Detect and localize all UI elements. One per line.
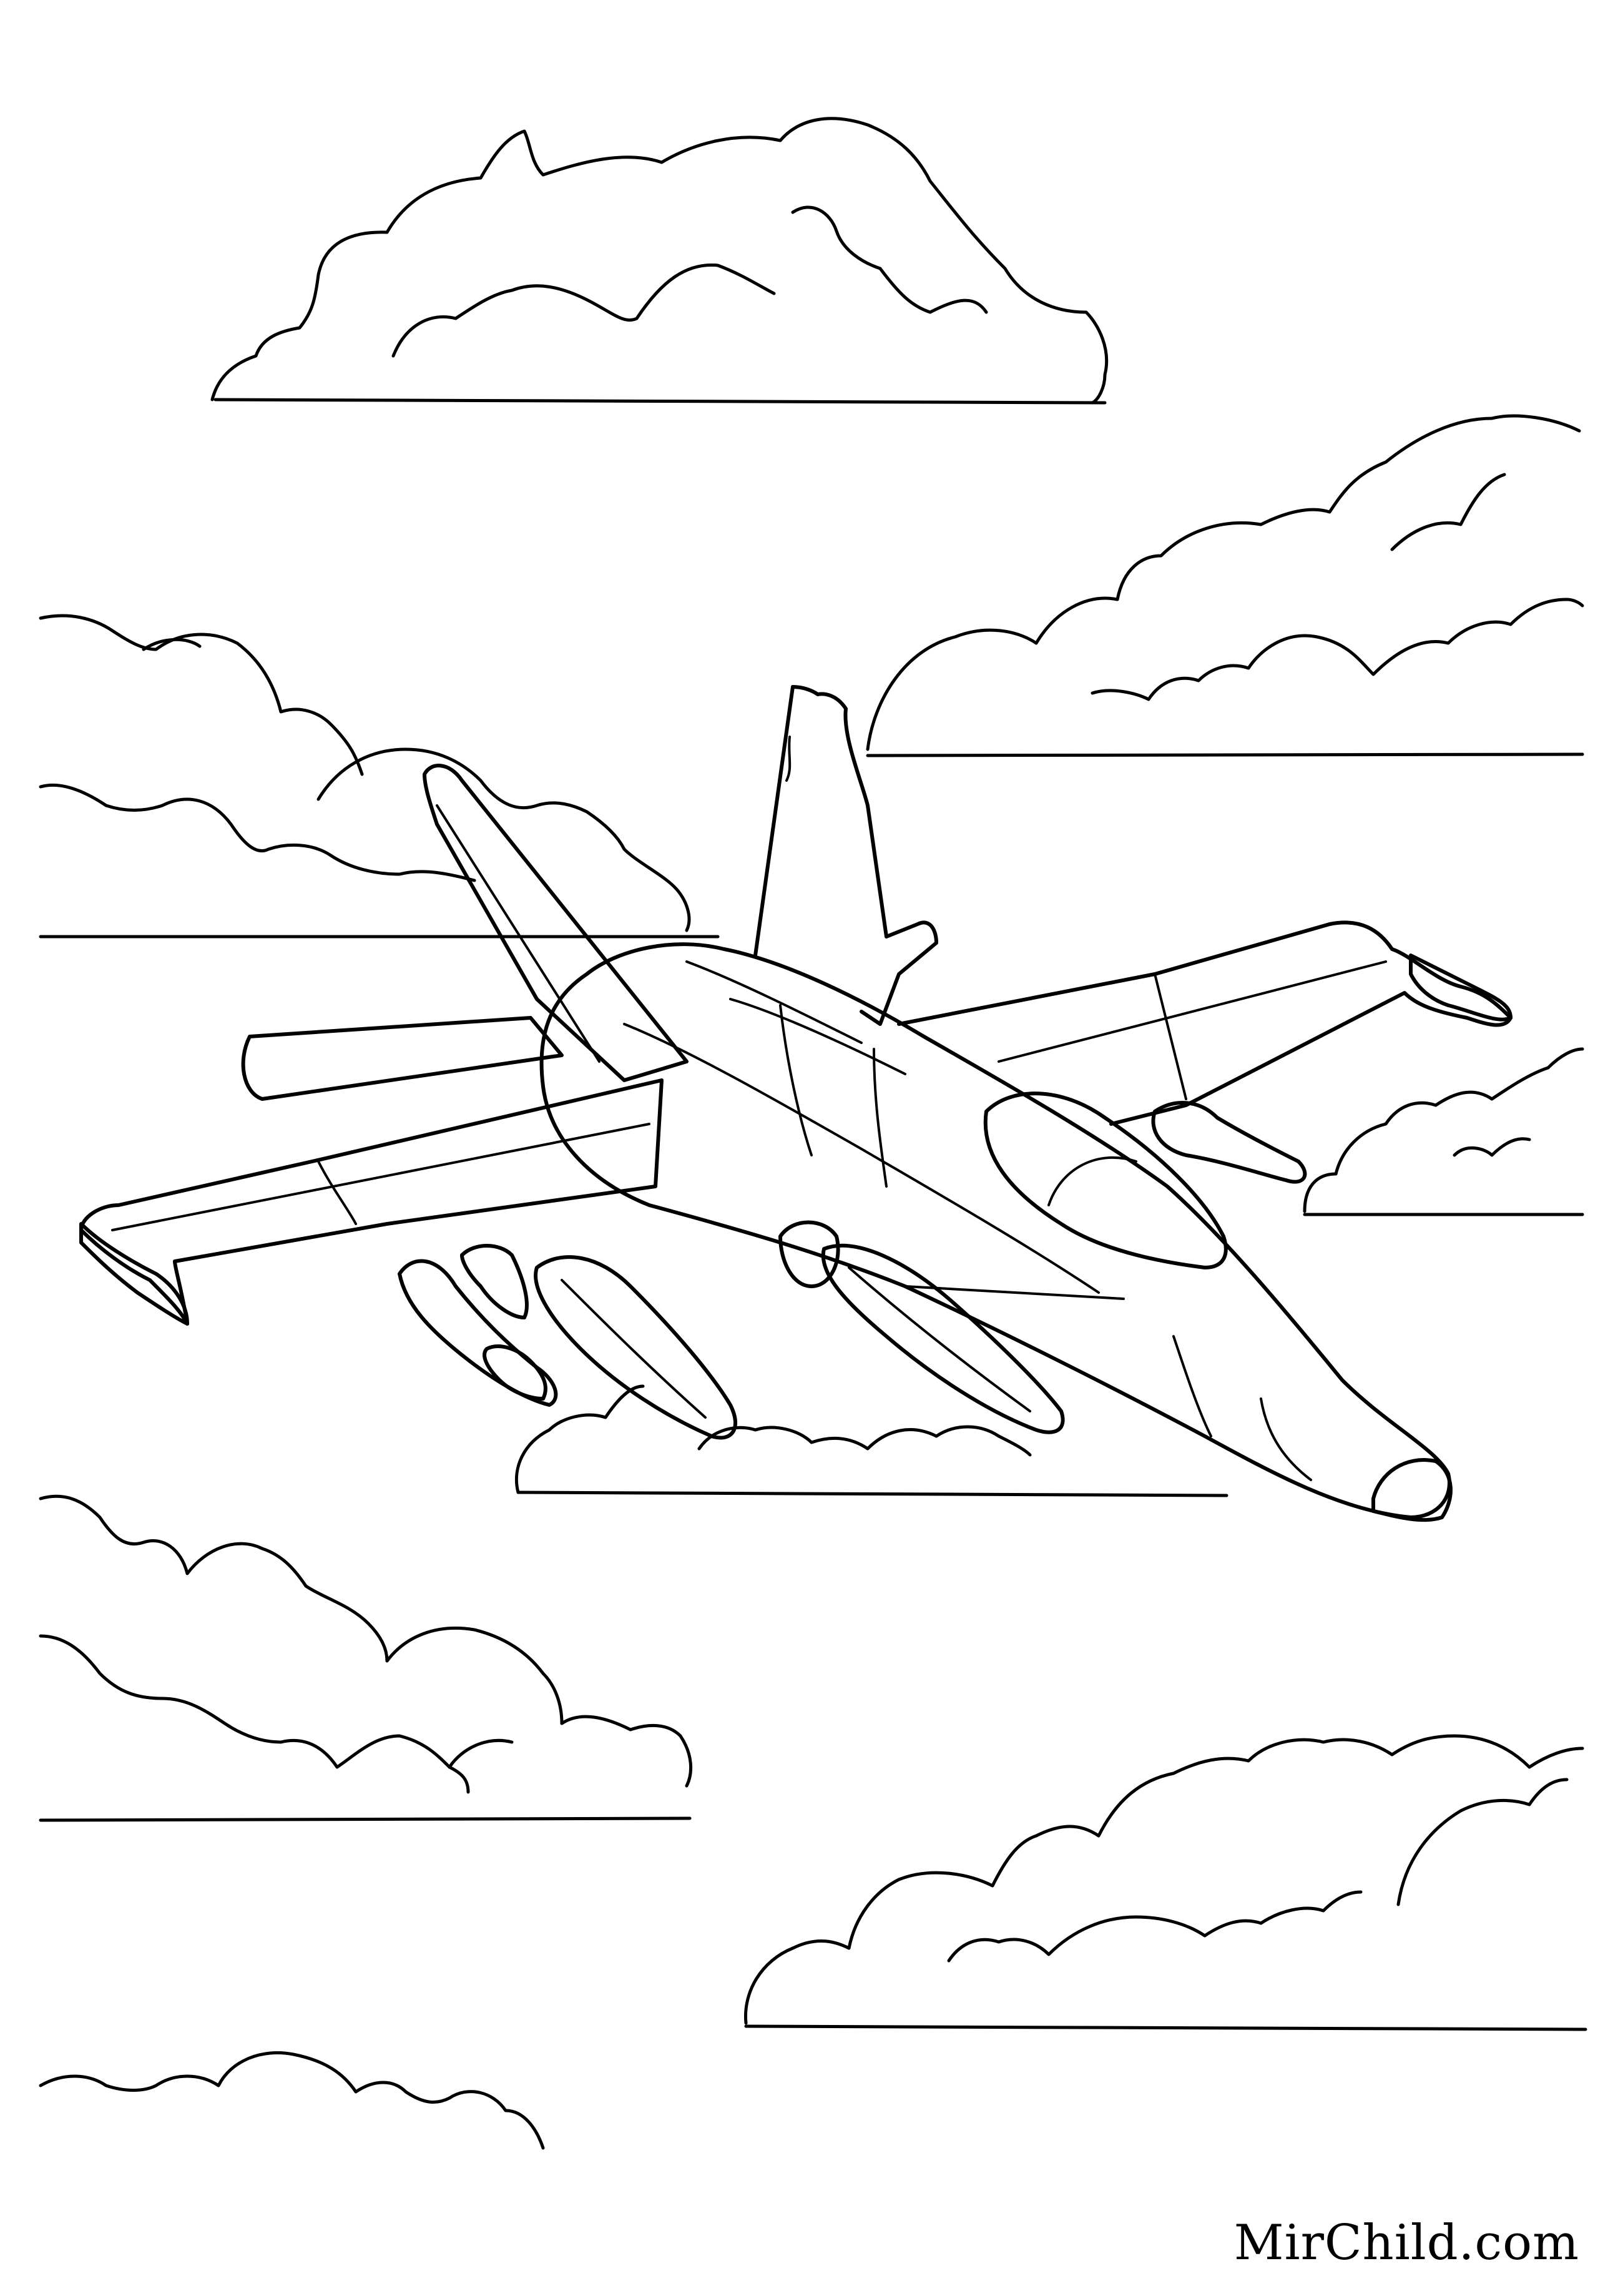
missile-left-inner xyxy=(483,1344,547,1401)
cockpit-canopy xyxy=(983,1091,1228,1269)
cloud-under-jet xyxy=(514,1384,1228,1497)
wing-tip-rail-left xyxy=(79,1222,189,1326)
wing-pod-left xyxy=(460,1244,529,1319)
watermark-text: MirChild.com xyxy=(1233,2215,1579,2271)
missile-right-inner xyxy=(1151,1101,1307,1184)
fighter-jet-drawing xyxy=(79,685,1513,1522)
vertical-tail-far xyxy=(753,685,938,1026)
cloud-top xyxy=(210,117,1109,405)
wing-left xyxy=(79,1078,664,1326)
cloud-left xyxy=(39,614,720,939)
cloud-right-small xyxy=(1303,1047,1584,1216)
fuselage xyxy=(539,942,1451,1519)
vertical-tail-near xyxy=(423,764,689,1082)
nose-cone xyxy=(1371,1458,1453,1522)
missile-right-tip xyxy=(1409,953,1513,1022)
stabilizer-left xyxy=(241,1016,564,1101)
missile-left-outer xyxy=(398,1259,558,1407)
wing-right xyxy=(897,920,1513,1126)
gear-fairing xyxy=(778,1220,840,1288)
engine-intake-left xyxy=(534,1255,738,1440)
cloud-upper-right xyxy=(866,414,1584,757)
cloud-bottom-left xyxy=(39,2051,545,2150)
cloud-lower-left xyxy=(39,1494,693,1822)
cloud-lower-right xyxy=(743,1734,1587,2031)
engine-intake-right xyxy=(821,1243,1065,1434)
